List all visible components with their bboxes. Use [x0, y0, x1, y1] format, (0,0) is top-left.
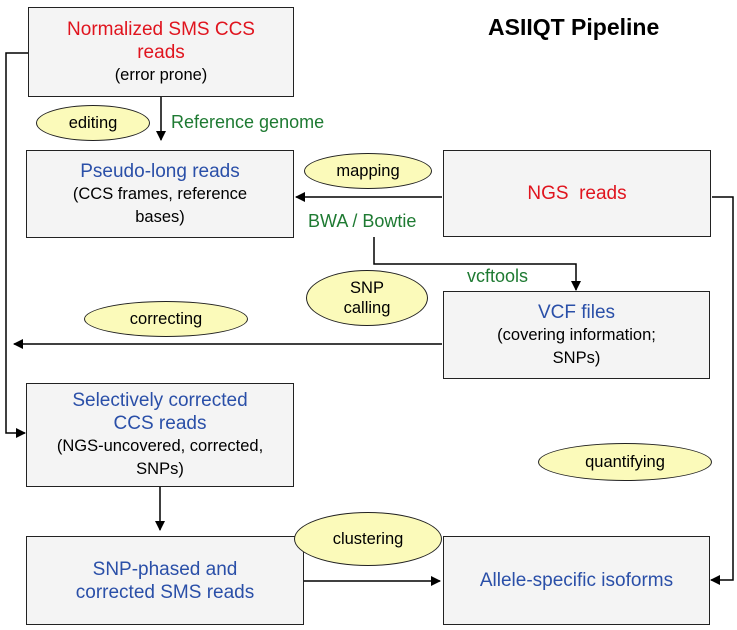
arrow-sms-to-selective [5, 52, 28, 438]
label-bwa-bowtie: BWA / Bowtie [308, 211, 417, 231]
box-title: Pseudo-long reads [80, 160, 240, 182]
box-allele-specific-isoforms: Allele-specific isoforms [443, 536, 710, 625]
box-subtitle-line1: (NGS-uncovered, corrected, [56, 437, 264, 455]
box-snp-phased-corrected-sms-reads: SNP-phased and corrected SMS reads [26, 536, 304, 625]
box-subtitle-line1: (CCS frames, reference [72, 184, 248, 203]
process-editing: editing [36, 105, 150, 141]
box-title-line2: corrected SMS reads [75, 581, 255, 603]
box-pseudo-long-reads: Pseudo-long reads (CCS frames, reference… [26, 150, 294, 238]
box-title: Allele-specific isoforms [479, 570, 674, 591]
box-title: NGS reads [527, 183, 627, 204]
box-selectively-corrected-ccs-reads: Selectively corrected CCS reads (NGS-unc… [26, 383, 294, 487]
process-correcting: correcting [84, 301, 248, 337]
box-title-line1: Normalized SMS CCS [67, 18, 255, 40]
box-subtitle-line2: SNPs) [136, 460, 184, 478]
label-reference-genome: Reference genome [171, 112, 325, 132]
box-title-line2: reads [137, 41, 185, 63]
box-title-line1: Selectively corrected [72, 390, 248, 411]
box-subtitle-line2: bases) [135, 207, 185, 226]
process-snp-calling-line2: calling [343, 299, 391, 317]
box-title: VCF files [537, 301, 616, 323]
process-clustering: clustering [294, 512, 442, 566]
box-vcf-files: VCF files (covering information; SNPs) [443, 291, 710, 379]
label-vcftools: vcftools [467, 266, 529, 286]
box-ngs-reads: NGS reads [443, 150, 711, 237]
arrow-mapping-to-vcf [373, 237, 581, 291]
arrow-ngs-to-allele [710, 196, 734, 585]
box-subtitle: (error prone) [114, 65, 208, 84]
box-title-line2: CCS reads [113, 413, 207, 434]
pipeline-title: ASIIQT Pipeline [488, 14, 660, 40]
process-snp-calling: SNP calling [306, 270, 428, 326]
process-mapping: mapping [304, 153, 432, 189]
box-subtitle-line1: (covering information; [497, 325, 656, 344]
process-snp-calling-line1: SNP [350, 279, 384, 297]
box-normalized-sms-ccs-reads: Normalized SMS CCS reads (error prone) [28, 7, 294, 97]
process-quantifying: quantifying [538, 443, 712, 481]
box-subtitle-line2: SNPs) [552, 348, 601, 367]
box-title-line1: SNP-phased and [92, 558, 238, 580]
